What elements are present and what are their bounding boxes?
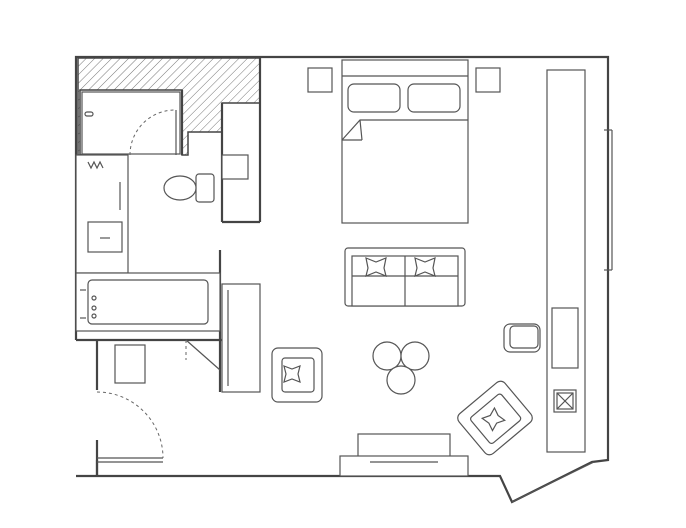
window [511,129,613,503]
safe-icon [553,389,577,413]
armchair-icon [503,323,541,353]
desk-icon [546,69,586,453]
pillow-icon [480,406,507,432]
closet [114,283,261,393]
sofa-icon [344,247,466,307]
pillow-icon [365,257,387,277]
tv-icon [551,307,579,369]
bed-icon [341,59,469,224]
shower-icon [81,91,181,156]
pillow-icon [347,83,401,113]
pillow-icon [283,365,301,383]
sink-icon [75,154,129,274]
toilet-icon [163,173,215,203]
window-bench [339,433,469,477]
door-swing-icon [96,391,164,463]
bathtub-icon [75,272,221,332]
pillow-icon [414,257,436,277]
coffee-table-icon [372,341,430,395]
armchair-icon [457,380,533,456]
armchair-icon [271,347,323,403]
desk-icon [221,154,249,180]
nightstand-icon [307,67,501,93]
pillow-icon [407,83,461,113]
